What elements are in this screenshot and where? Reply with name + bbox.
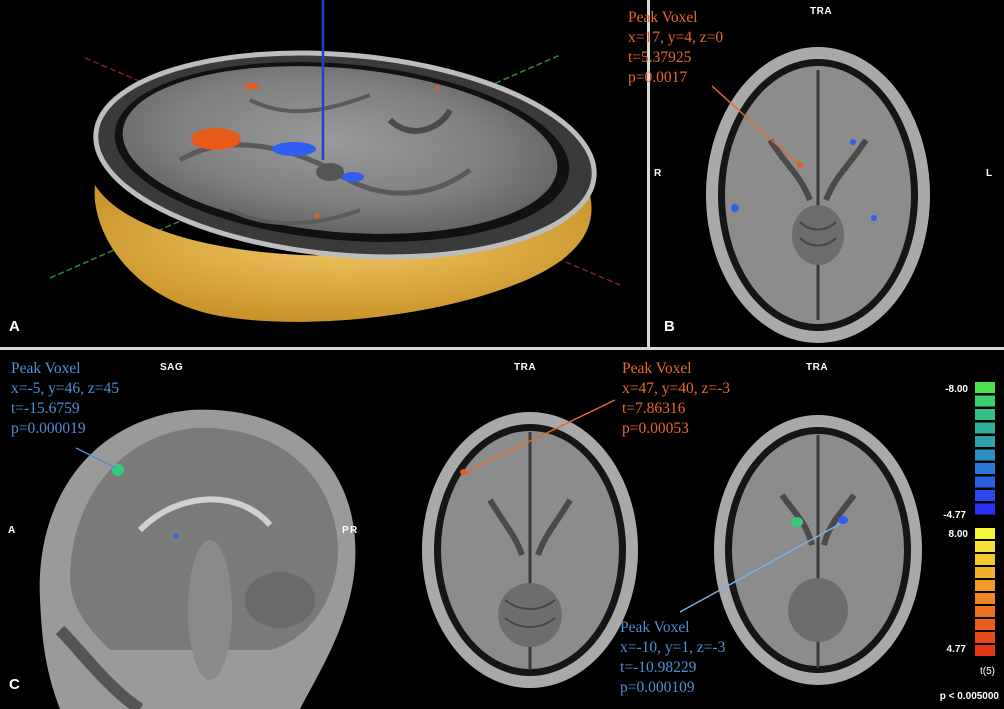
- peak-p-value: p=0.000019: [11, 420, 86, 437]
- peak-title: Peak Voxel: [11, 360, 81, 377]
- colorbar-swatch-neg: [975, 449, 995, 461]
- panel-divider-vertical: [647, 0, 650, 347]
- colorbar-swatch-pos: [975, 645, 995, 656]
- peak-p-value: p=0.00053: [622, 420, 689, 437]
- peak-coords: x=47, y=40, z=-3: [622, 380, 731, 397]
- activation-peak-c2: [838, 516, 848, 524]
- panel-divider-horizontal: [0, 347, 1004, 350]
- colorbar-swatch-neg: [975, 490, 995, 501]
- peak-t-value: t=-15.6759: [11, 400, 80, 417]
- colorbar-swatch-pos: [975, 606, 995, 617]
- peak-voxel-annotation-c1: Peak Voxel x=47, y=40, z=-3 t=7.86316 p=…: [622, 359, 730, 439]
- panel-label-a: A: [9, 318, 20, 335]
- colorbar-neg-max-label: -8.00: [945, 384, 968, 395]
- brain-slice: [122, 66, 558, 234]
- colorbar-swatch-pos: [975, 528, 995, 539]
- colorbar-stat-label: t(5): [980, 666, 995, 677]
- peak-title: Peak Voxel: [622, 360, 692, 377]
- orientation-label-c1: TRA: [514, 362, 537, 373]
- colorbar-neg-min-label: -4.77: [943, 510, 966, 521]
- right-side-label-c1: R: [350, 525, 358, 536]
- peak-pointer-b: [711, 85, 799, 165]
- peak-title: Peak Voxel: [620, 619, 690, 636]
- peak-coords: x=-10, y=1, z=-3: [620, 639, 726, 656]
- orientation-label-b: TRA: [810, 6, 833, 17]
- peak-p-value: p=0.0017: [628, 69, 688, 86]
- peak-t-value: t=-10.98229: [620, 659, 697, 676]
- sagittal-slice: [39, 409, 356, 709]
- colorbar-swatch-pos: [975, 580, 995, 591]
- colorbar-swatch-pos: [975, 567, 995, 578]
- peak-voxel-annotation-b: Peak Voxel x=17, y=4, z=0 t=5.37925 p=0.…: [628, 8, 723, 88]
- colorbar-swatch-neg: [975, 409, 995, 420]
- peak-voxel-annotation-sag: Peak Voxel x=-5, y=46, z=45 t=-15.6759 p…: [11, 359, 119, 439]
- peak-pointer-c2: [679, 523, 841, 613]
- right-side-label-b: L: [986, 168, 993, 179]
- orientation-label-sag: SAG: [160, 362, 184, 373]
- transverse-slice-c2: [679, 415, 922, 685]
- colorbar-swatch-neg: [975, 422, 995, 434]
- colorbar-swatch-neg: [975, 395, 995, 407]
- panel-c-graphics: [39, 382, 995, 709]
- colorbar-pos-min-label: 4.77: [946, 644, 966, 655]
- colorbar-swatch-pos: [975, 541, 995, 552]
- orientation-label-c2: TRA: [806, 362, 829, 373]
- panel-a-3d-rendering: A: [0, 0, 647, 347]
- transverse-slice-c1: [422, 399, 638, 688]
- colorbar-swatch-pos: [975, 632, 995, 643]
- peak-pointer-sag: [75, 447, 117, 469]
- panel-c-slices: SAG A P Peak Voxel x=-5, y=46, z=45 t=-1…: [0, 350, 1004, 709]
- 3d-head-render: [49, 0, 621, 322]
- panel-label-b: B: [664, 318, 675, 335]
- peak-p-value: p=0.000109: [620, 679, 695, 696]
- head-surface: [94, 185, 592, 322]
- panel-label-c: C: [9, 676, 20, 693]
- colorbar: [975, 382, 995, 656]
- peak-coords: x=17, y=4, z=0: [628, 29, 724, 46]
- colorbar-swatch-neg: [975, 436, 995, 447]
- peak-title: Peak Voxel: [628, 9, 698, 26]
- peak-t-value: t=5.37925: [628, 49, 692, 66]
- peak-t-value: t=7.86316: [622, 400, 686, 417]
- anterior-label: A: [8, 525, 16, 536]
- colorbar-pos-max-label: 8.00: [948, 529, 968, 540]
- peak-voxel-annotation-c2: Peak Voxel x=-10, y=1, z=-3 t=-10.98229 …: [620, 618, 725, 698]
- activation-orange-large: [191, 128, 241, 150]
- colorbar-swatch-pos: [975, 554, 995, 565]
- colorbar-swatch-pos: [975, 593, 995, 604]
- colorbar-swatch-neg: [975, 503, 995, 515]
- colorbar-swatch-neg: [975, 476, 995, 488]
- transverse-slice-b: [706, 47, 930, 343]
- peak-pointer-c1: [465, 399, 616, 473]
- colorbar-swatch-pos: [975, 619, 995, 630]
- activation-blue-small: [342, 172, 364, 182]
- threshold-label: p < 0.005000: [939, 691, 999, 702]
- activation-peak-sag: [112, 464, 124, 476]
- activation-blue-large: [272, 142, 316, 156]
- panel-b-transverse: TRA R L Peak Voxel x=17, y=4, z=0 t=5.37…: [628, 0, 1004, 347]
- colorbar-swatch-neg: [975, 382, 995, 393]
- activation-peak-b: [797, 162, 803, 168]
- peak-coords: x=-5, y=46, z=45: [11, 380, 120, 397]
- colorbar-swatch-neg: [975, 463, 995, 474]
- activation-peak-c1: [460, 469, 468, 475]
- activation-green-c2: [791, 517, 803, 527]
- left-side-label-b: R: [654, 168, 662, 179]
- posterior-label: P: [342, 525, 350, 536]
